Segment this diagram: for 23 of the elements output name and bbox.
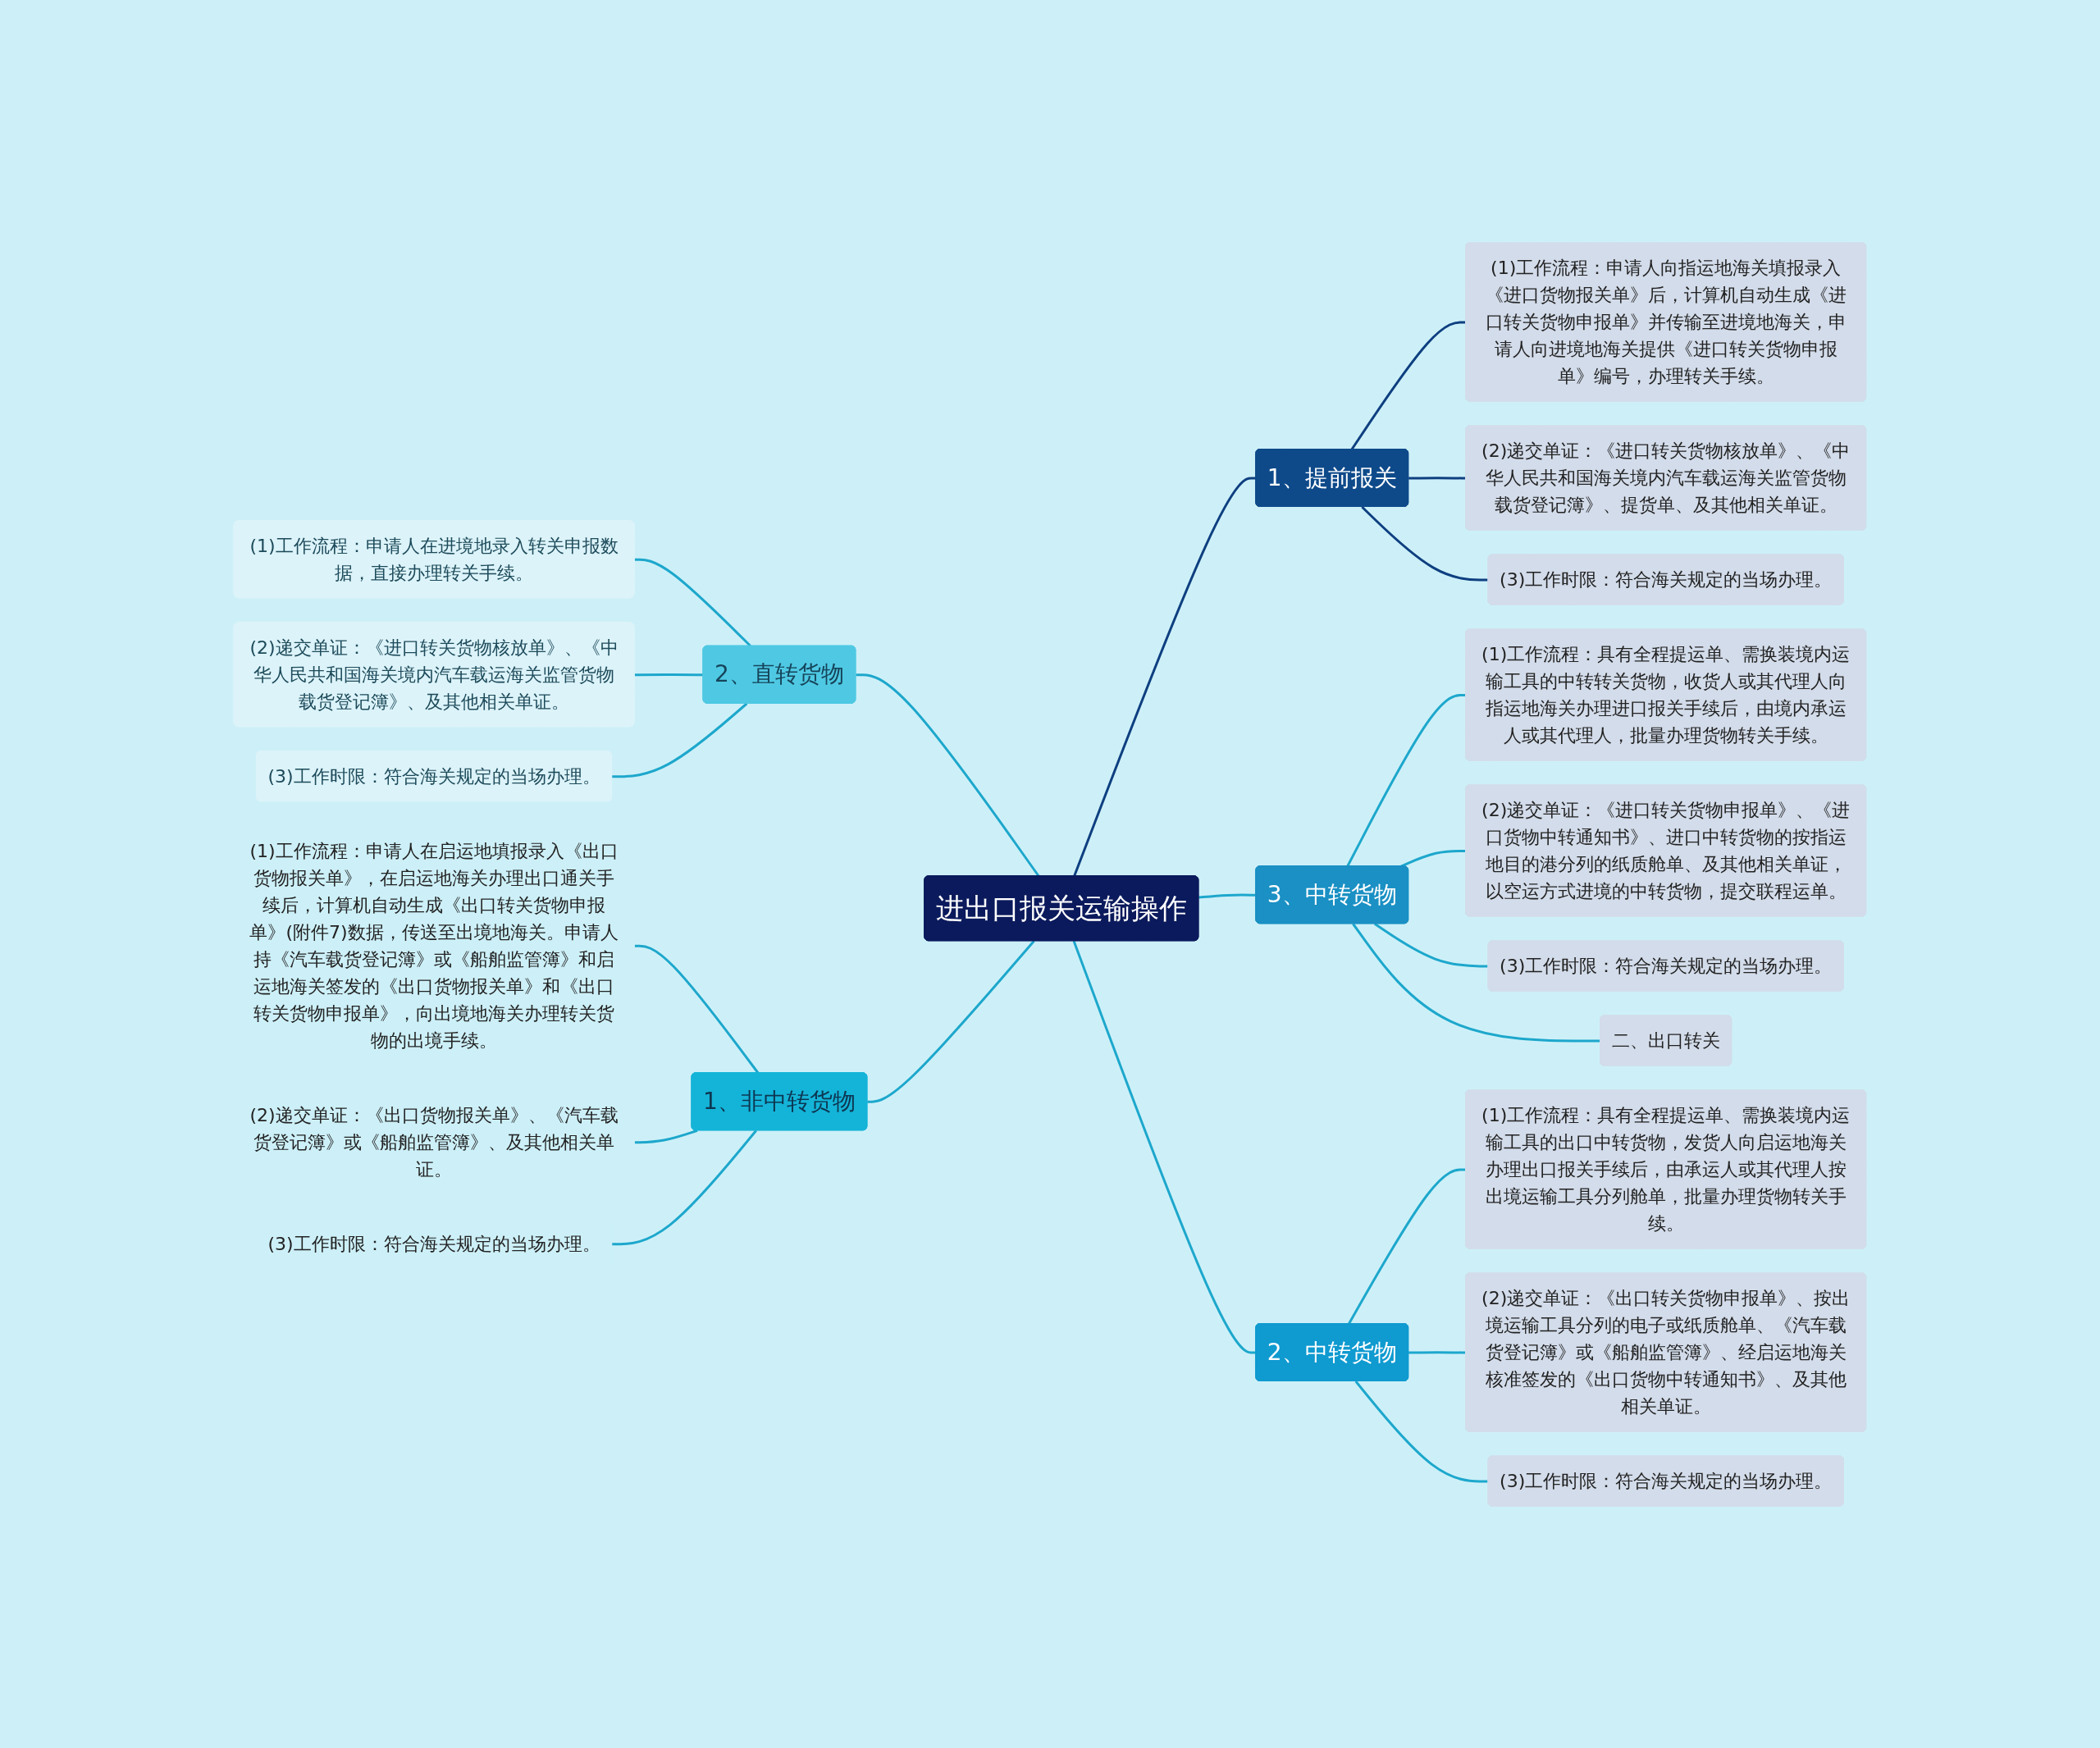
connector [867,939,1035,1103]
connector [634,673,704,676]
connector [1408,476,1467,479]
connector [1073,476,1257,877]
node-text: (2)递交单证：《出口货物报关单》、《汽车载货登记簿》或《船舶监管簿》、及其他相关单证。 [249,1104,619,1180]
connector [856,673,1040,877]
connector [612,702,748,778]
connector [634,1129,698,1143]
connector [1072,940,1257,1353]
node-text: (3)工作时限：符合海关规定的当场办理。 [267,1233,600,1254]
connector [1348,1167,1467,1325]
connector [1374,922,1489,967]
connector [1350,320,1467,450]
connector [1354,1380,1489,1482]
connector [1400,849,1467,868]
connector [1346,693,1467,867]
connector [634,944,760,1074]
connector [1361,505,1489,581]
connector [612,1129,758,1245]
connector [1408,1350,1467,1353]
node-text: (1)工作流程：申请人在启运地填报录入《出口货物报关单》，在启运地海关办理出口通关手续后，计算机自动生成《出口转关货物申报单》(附件7)数据，传送至出境地海关。申请人持《汽车载货登记簿》或《船舶监管簿》和启运地海关签发的《出口货物报关单》和《出口转关货物申报单》，向出境地海关办理转关货物的出境手续。 [249,840,619,1051]
connector [1198,893,1257,899]
connector [1352,922,1601,1042]
